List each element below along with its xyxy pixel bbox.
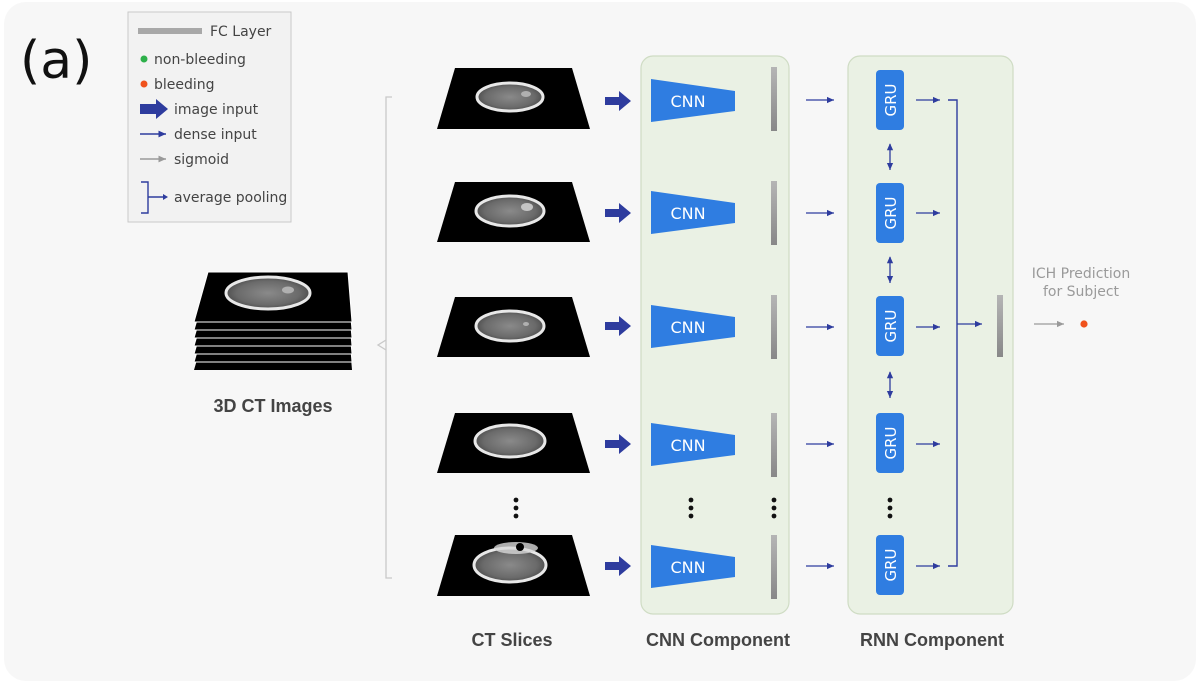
- red-dot-icon: [140, 80, 148, 88]
- cnn-label: CNN: [670, 204, 705, 223]
- gru-block-2: GRU: [876, 183, 904, 243]
- ct-slice-1: [437, 68, 590, 129]
- cnn-label: CNN: [670, 558, 705, 577]
- ct-slices: [437, 68, 590, 596]
- legend: FC Layer non-bleeding bleeding image inp…: [127, 11, 292, 223]
- slices-ellipsis: [513, 497, 519, 519]
- cnn-ellipsis: [688, 497, 777, 519]
- green-dot-icon: [140, 55, 148, 63]
- gru-label: GRU: [882, 309, 900, 342]
- ct-slice-4: [437, 413, 590, 473]
- image-input-arrows: [605, 91, 631, 576]
- legend-average-pooling: average pooling: [174, 190, 287, 206]
- cnn-label: CNN: [670, 318, 705, 337]
- gru-block-3: GRU: [876, 296, 904, 356]
- legend-fc-layer: FC Layer: [210, 24, 272, 40]
- ct-images-label: 3D CT Images: [213, 396, 332, 416]
- average-pooling-bracket: [948, 99, 958, 567]
- gru-label: GRU: [882, 83, 900, 116]
- prediction-label-line2: for Subject: [1043, 284, 1120, 300]
- slice-bracket: [376, 96, 392, 579]
- legend-sigmoid: sigmoid: [174, 152, 229, 168]
- legend-bleeding: bleeding: [154, 77, 215, 93]
- rnn-component-label: RNN Component: [860, 630, 1004, 650]
- cnn-blocks: CNN CNN CNN CNN CNN: [651, 79, 735, 588]
- legend-non-bleeding: non-bleeding: [154, 52, 246, 68]
- gru-block-1: GRU: [876, 70, 904, 130]
- fc-bar: [771, 295, 777, 359]
- ct-slice-3: [437, 297, 590, 357]
- cnn-label: CNN: [670, 92, 705, 111]
- legend-image-input: image input: [174, 102, 259, 118]
- prediction-bleeding-dot: [1080, 320, 1088, 328]
- dense-input-arrows: [806, 96, 834, 570]
- fc-layer-bars: [771, 67, 777, 599]
- cnn-block-1: CNN: [651, 79, 735, 122]
- panel-label: (a): [20, 31, 92, 91]
- fc-layer-swatch: [138, 28, 202, 34]
- fc-bar: [771, 413, 777, 477]
- thick-arrow-icon: [140, 99, 168, 119]
- cnn-block-5: CNN: [651, 545, 735, 588]
- gru-blocks: GRU GRU GRU GRU GRU: [876, 70, 904, 595]
- fc-bar: [771, 535, 777, 599]
- ct-slice-2: [437, 182, 590, 242]
- rnn-component-box: [847, 55, 1014, 615]
- gru-block-4: GRU: [876, 413, 904, 473]
- cnn-label: CNN: [670, 436, 705, 455]
- gru-label: GRU: [882, 548, 900, 581]
- gru-label: GRU: [882, 426, 900, 459]
- gru-output-arrows: [916, 96, 940, 570]
- cnn-component-label: CNN Component: [646, 630, 790, 650]
- gru-block-5: GRU: [876, 535, 904, 595]
- ct-slice-5: [437, 535, 590, 596]
- ct-slices-label: CT Slices: [471, 630, 552, 650]
- legend-dense-input: dense input: [174, 127, 257, 143]
- gru-label: GRU: [882, 196, 900, 229]
- cnn-block-3: CNN: [651, 305, 735, 348]
- fc-bar: [771, 181, 777, 245]
- cnn-block-2: CNN: [651, 191, 735, 234]
- cnn-block-4: CNN: [651, 423, 735, 466]
- ct-image-stack: [193, 271, 353, 370]
- rnn-ellipsis: [887, 497, 893, 519]
- final-fc-bar: [997, 295, 1003, 357]
- prediction-label-line1: ICH Prediction: [1032, 266, 1130, 282]
- fc-bar: [771, 67, 777, 131]
